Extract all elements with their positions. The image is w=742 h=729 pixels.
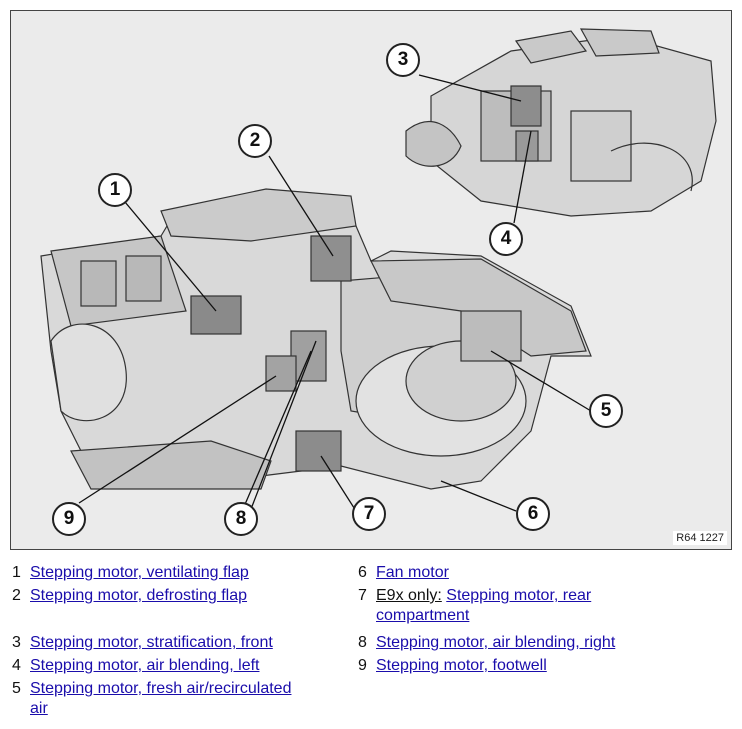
- diagram-figure: 1 2 3 4 5 6 7 8 9 R64 1227: [10, 10, 732, 550]
- legend-link-2[interactable]: Stepping motor, defrosting flap: [30, 587, 248, 604]
- legend-link-1[interactable]: Stepping motor, ventilating flap: [30, 564, 249, 581]
- callout-2: 2: [238, 124, 272, 158]
- callout-1: 1: [98, 173, 132, 207]
- callout-9: 9: [52, 502, 86, 536]
- legend-link-7-cont[interactable]: compartment: [376, 607, 470, 624]
- legend-link-4[interactable]: Stepping motor, air blending, left: [30, 657, 260, 674]
- leader-lines: [78, 74, 592, 512]
- legend-link-8[interactable]: Stepping motor, air blending, right: [376, 634, 616, 651]
- legend-link-3[interactable]: Stepping motor, stratification, front: [30, 634, 273, 651]
- callout-8: 8: [224, 502, 258, 536]
- legend-link-7[interactable]: Stepping motor, rear: [446, 587, 592, 604]
- callout-5: 5: [589, 394, 623, 428]
- figure-reference-code: R64 1227: [673, 531, 727, 545]
- legend-item-5: 5 Stepping motor, fresh air/recirculated…: [12, 680, 292, 717]
- legend-link-5[interactable]: Stepping motor, fresh air/recirculated: [30, 680, 292, 697]
- legend-link-6[interactable]: Fan motor: [376, 564, 449, 581]
- rear-view-unit: [405, 28, 717, 217]
- hvac-unit-illustration: [40, 28, 717, 512]
- callout-6: 6: [516, 497, 550, 531]
- callout-4: 4: [489, 222, 523, 256]
- callout-7: 7: [352, 497, 386, 531]
- legend-link-5-cont[interactable]: air: [30, 700, 48, 717]
- legend-prefix-7: E9x only:: [376, 587, 442, 604]
- callout-3: 3: [386, 43, 420, 77]
- legend-link-9[interactable]: Stepping motor, footwell: [376, 657, 547, 674]
